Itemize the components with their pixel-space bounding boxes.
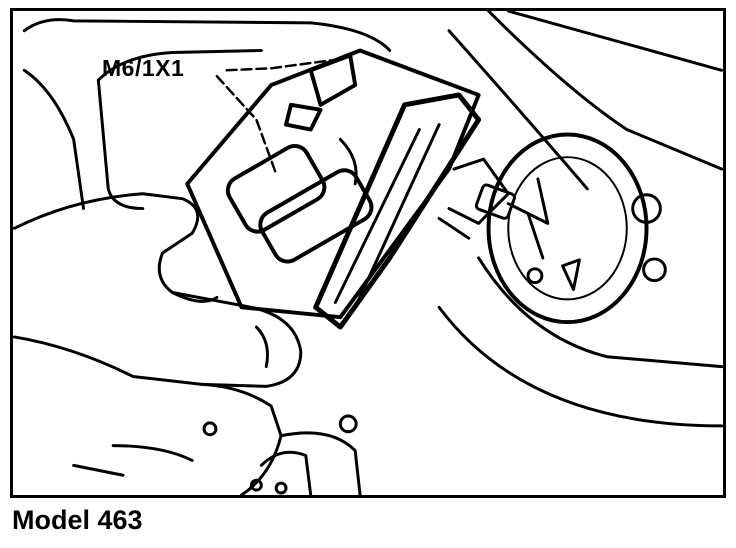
- connector-illustration: [437, 157, 530, 240]
- body-panel: [22, 18, 392, 211]
- lamp-housing-illustration: [437, 11, 723, 428]
- callout-label: M6/1X1: [102, 55, 185, 81]
- line-drawing: [13, 11, 723, 495]
- figure-caption: Model 463: [12, 505, 143, 535]
- callout-leader-line: [215, 59, 332, 176]
- hand-illustration: [13, 192, 362, 495]
- illustration-frame: M6/1X1: [10, 8, 726, 498]
